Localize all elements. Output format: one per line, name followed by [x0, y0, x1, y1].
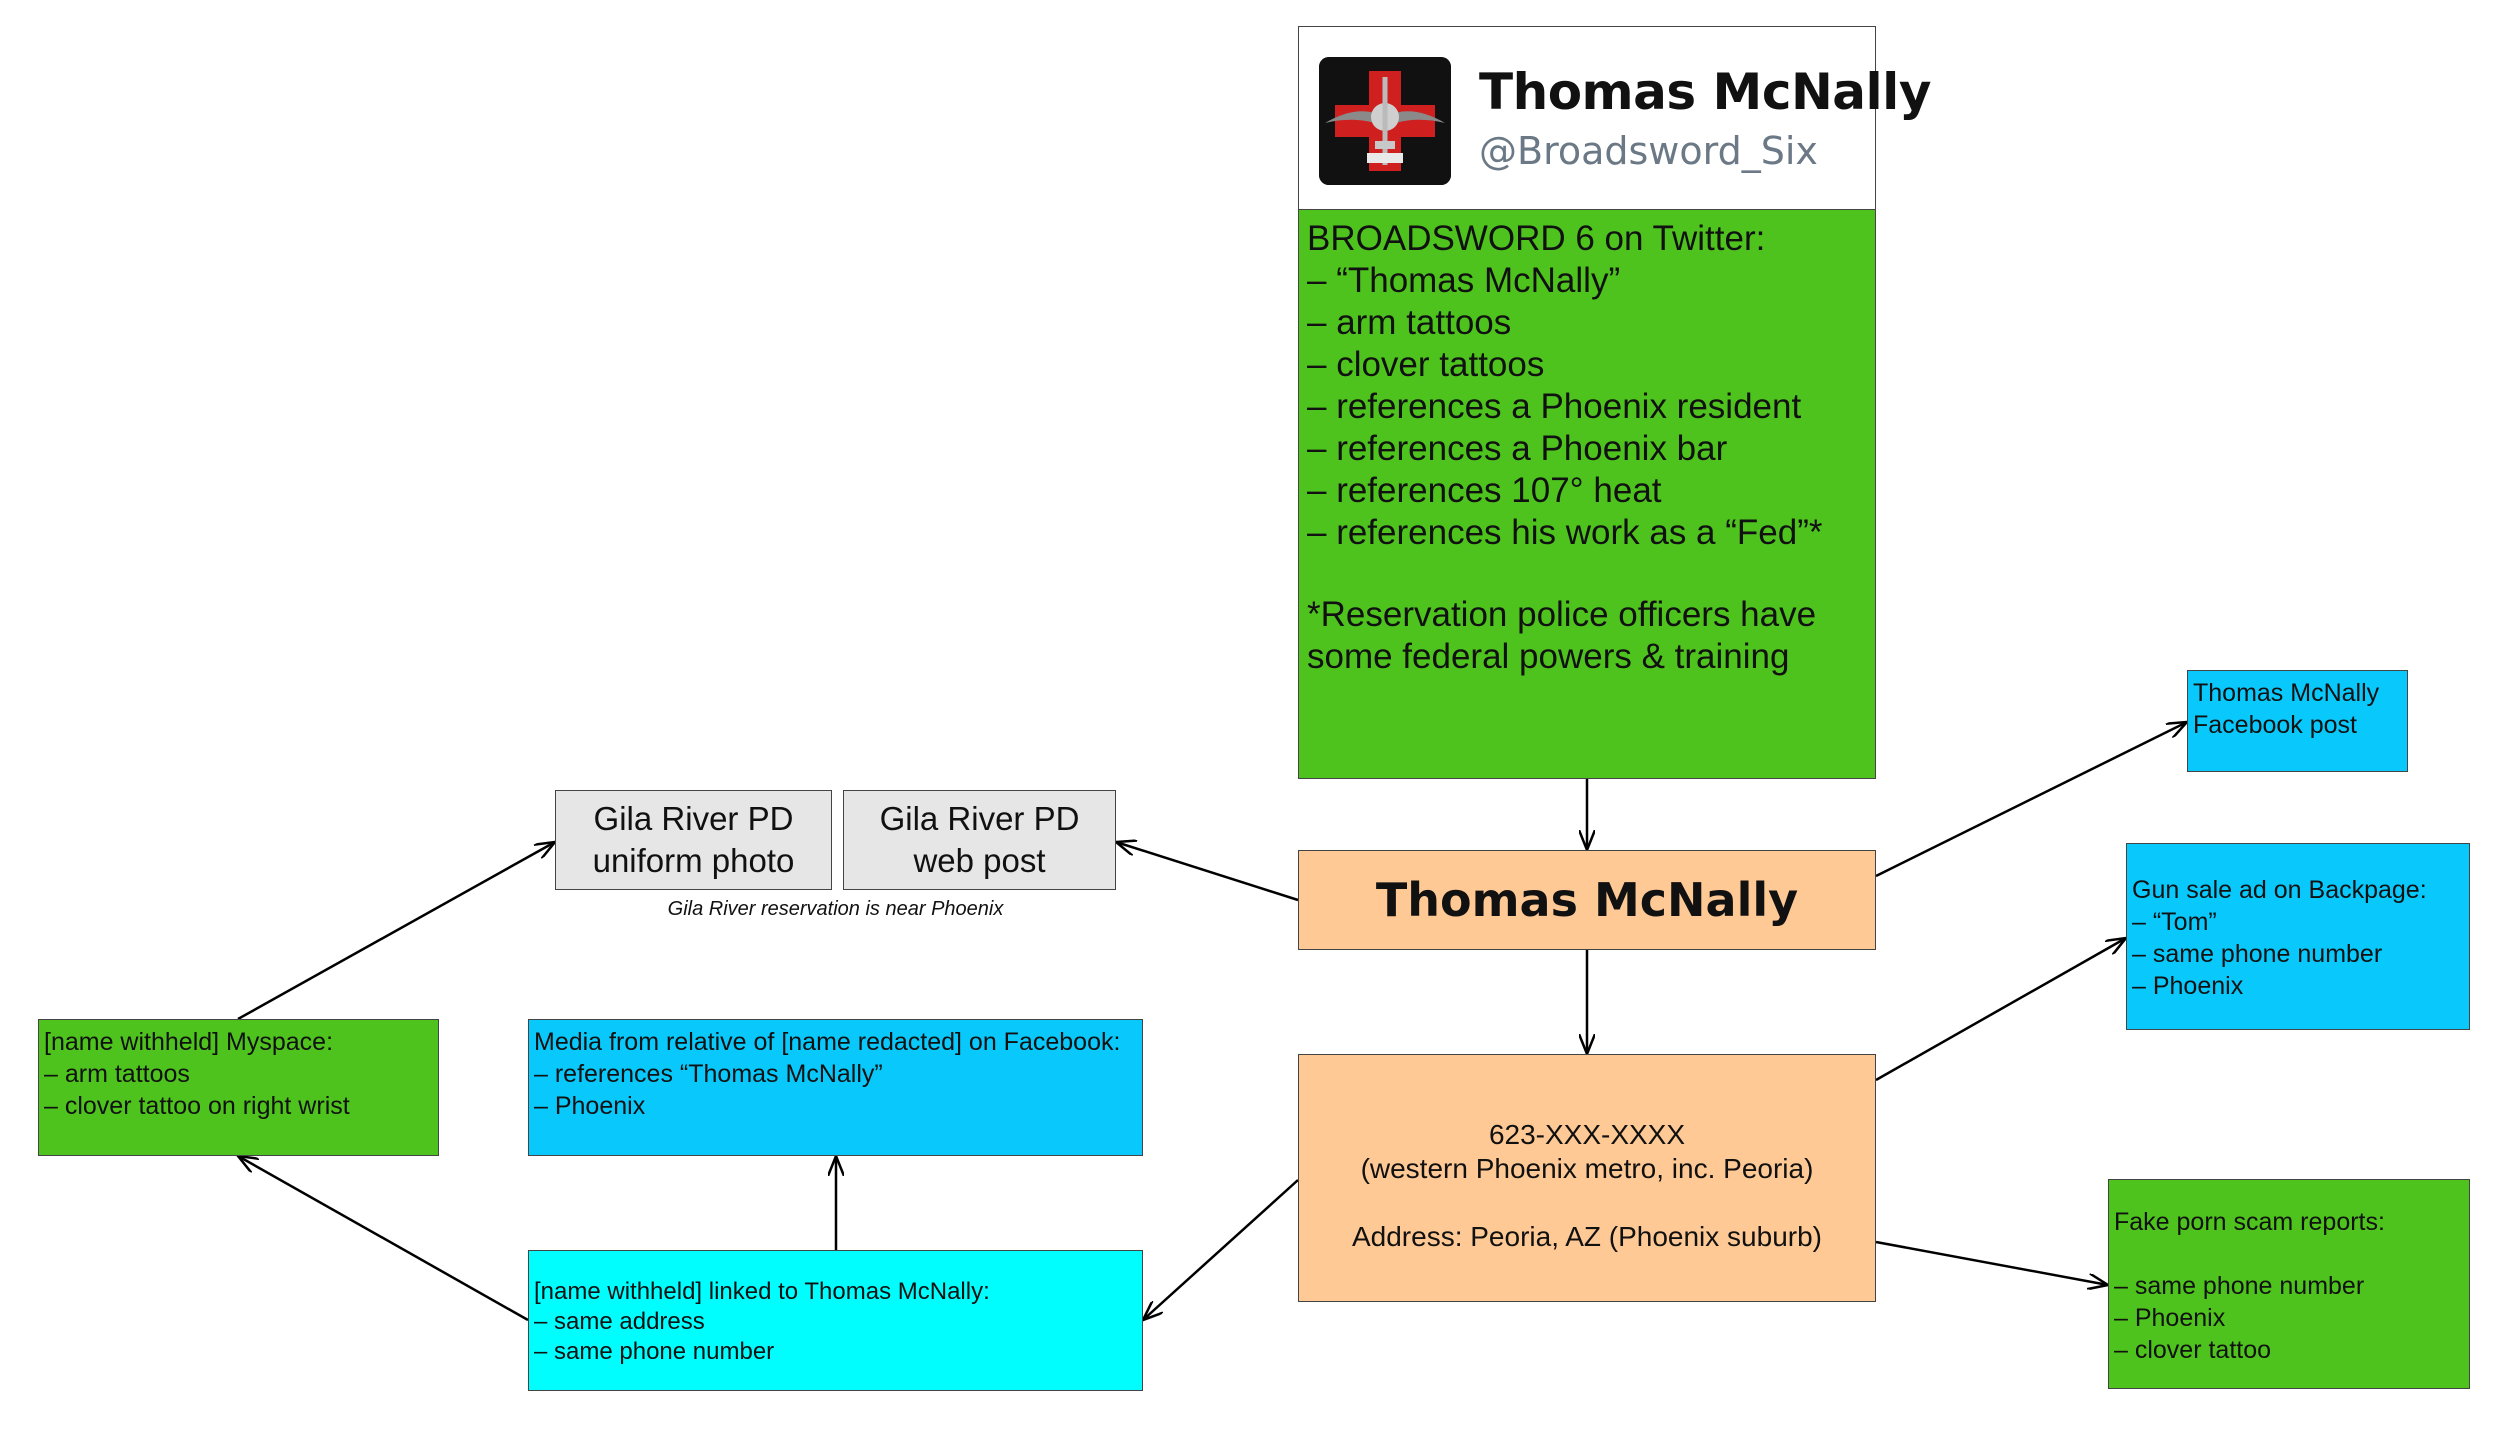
- center-node-thomas-mcnally: Thomas McNally: [1298, 850, 1876, 950]
- arrow-linked-to-myspace: [238, 1156, 529, 1322]
- twitter-footnote: *Reservation police officers have some f…: [1307, 595, 1817, 676]
- center-node-label: Thomas McNally: [1375, 873, 1799, 927]
- myspace-node: [name withheld] Myspace: – arm tattoos –…: [38, 1019, 439, 1156]
- twitter-evidence-box: BROADSWORD 6 on Twitter: – “Thomas McNal…: [1298, 209, 1876, 779]
- arrow-phone-to-gun-ad: [1875, 938, 2126, 1082]
- gun-sale-ad-node: Gun sale ad on Backpage: – “Tom” – same …: [2126, 843, 2470, 1030]
- gila-uniform-label: Gila River PD uniform photo: [592, 800, 795, 879]
- phone-number: 623-XXX-XXXX: [1488, 1119, 1686, 1150]
- arrow-center-to-gila-web: [1116, 842, 1299, 902]
- gun-sale-ad-text: Gun sale ad on Backpage: – “Tom” – same …: [2132, 876, 2427, 1000]
- twitter-display-name: Thomas McNally: [1479, 63, 1931, 121]
- twitter-evidence-list: BROADSWORD 6 on Twitter: – “Thomas McNal…: [1307, 219, 1823, 552]
- phone-region: (western Phoenix metro, inc. Peoria): [1360, 1153, 1814, 1184]
- scam-reports-text: Fake porn scam reports: – same phone num…: [2114, 1208, 2385, 1364]
- facebook-post-node: Thomas McNally Facebook post: [2187, 670, 2408, 772]
- myspace-text: [name withheld] Myspace: – arm tattoos –…: [44, 1028, 350, 1120]
- gila-uniform-photo-node: Gila River PD uniform photo: [555, 790, 832, 890]
- broadsword-emblem-icon: [1319, 57, 1451, 185]
- linked-person-node: [name withheld] linked to Thomas McNally…: [528, 1250, 1143, 1391]
- twitter-profile-header: Thomas McNally @Broadsword_Six: [1298, 26, 1931, 209]
- gila-web-label: Gila River PD web post: [879, 800, 1080, 879]
- linked-person-text: [name withheld] linked to Thomas McNally…: [534, 1278, 990, 1365]
- relative-media-node: Media from relative of [name redacted] o…: [528, 1019, 1143, 1156]
- arrow-myspace-to-gila-uniform: [237, 842, 555, 1021]
- arrow-phone-to-linked-person: [1143, 1179, 1299, 1320]
- address: Address: Peoria, AZ (Phoenix suburb): [1351, 1221, 1822, 1252]
- arrow-center-to-facebook-post: [1875, 722, 2187, 878]
- relative-media-text: Media from relative of [name redacted] o…: [534, 1028, 1121, 1120]
- scam-reports-node: Fake porn scam reports: – same phone num…: [2108, 1179, 2470, 1389]
- gila-web-post-node: Gila River PD web post: [843, 790, 1116, 890]
- arrow-phone-to-scam-reports: [1875, 1240, 2108, 1285]
- phone-address-node: 623-XXX-XXXX (western Phoenix metro, inc…: [1298, 1054, 1876, 1302]
- gila-river-caption: Gila River reservation is near Phoenix: [667, 898, 1004, 920]
- facebook-post-text: Thomas McNally Facebook post: [2193, 679, 2380, 739]
- twitter-handle: @Broadsword_Six: [1479, 129, 1818, 173]
